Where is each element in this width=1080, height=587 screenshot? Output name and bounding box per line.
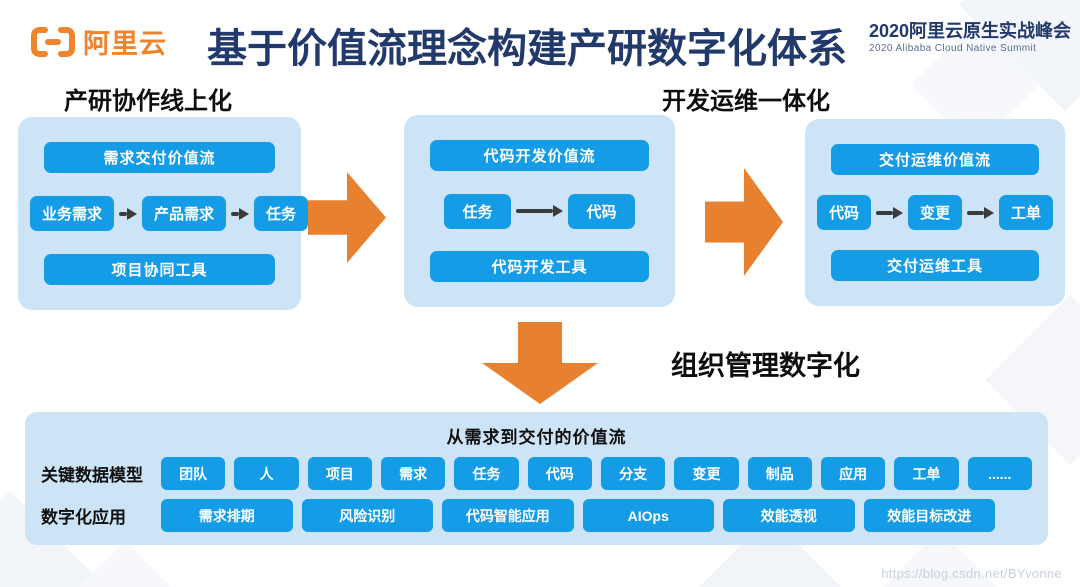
model-chip: 代码 [527, 457, 592, 490]
flow-row: 代码 变更 工单 [817, 195, 1054, 230]
tool-bar: 交付运维工具 [831, 250, 1039, 281]
app-chip-strip: 需求排期 风险识别 代码智能应用 AIOps 效能透视 效能目标改进 [161, 499, 1032, 532]
summit-branding: 2020阿里云原生实战峰会 2020 Alibaba Cloud Native … [869, 21, 1072, 54]
model-chip: 应用 [820, 457, 886, 490]
right-arrow-icon [705, 168, 783, 276]
value-stream-bar: 交付运维价值流 [831, 144, 1039, 175]
panel-requirement-delivery: 需求交付价值流 业务需求 产品需求 任务 项目协同工具 [18, 117, 309, 310]
model-chip: 项目 [307, 457, 372, 490]
flow-node: 变更 [908, 195, 963, 230]
flow-node: 产品需求 [142, 196, 227, 231]
model-chip: ...... [967, 457, 1032, 490]
flow-arrow-icon [516, 205, 563, 217]
flow-node: 业务需求 [30, 196, 115, 231]
section-header-devops: 开发运维一体化 [662, 88, 830, 115]
alibaba-cloud-logo-icon [30, 26, 76, 58]
section-header-organization: 组织管理数字化 [671, 351, 860, 381]
flow-row: 业务需求 产品需求 任务 [30, 196, 309, 231]
alibaba-cloud-logo: 阿里云 [30, 22, 167, 61]
app-chip: 需求排期 [161, 499, 293, 532]
app-chip: 风险识别 [301, 499, 433, 532]
row-label: 关键数据模型 [41, 466, 143, 485]
app-chip: AIOps [582, 499, 714, 532]
app-chip: 代码智能应用 [442, 499, 574, 532]
down-arrow-icon [482, 322, 598, 404]
panel-delivery-ops: 交付运维价值流 代码 变更 工单 交付运维工具 [805, 119, 1065, 306]
model-chip: 需求 [380, 457, 446, 490]
slide-title: 基于价值流理念构建产研数字化体系 [207, 27, 847, 71]
tool-bar: 代码开发工具 [430, 251, 649, 282]
bottom-panel-title: 从需求到交付的价值流 [446, 428, 627, 447]
section-header-collaboration: 产研协作线上化 [64, 88, 232, 115]
model-chip: 任务 [454, 457, 519, 490]
flow-node: 代码 [568, 193, 635, 229]
flow-node: 任务 [444, 193, 511, 229]
flow-arrow-icon [231, 208, 249, 220]
app-chip: 效能透视 [723, 499, 855, 532]
value-stream-bar: 代码开发价值流 [430, 140, 649, 171]
row-label: 数字化应用 [41, 508, 126, 527]
app-chip: 效能目标改进 [863, 499, 995, 532]
application-row: 数字化应用 需求排期 风险识别 代码智能应用 AIOps 效能透视 效能目标改进 [41, 499, 1032, 532]
flow-node: 任务 [254, 196, 309, 231]
logo-text: 阿里云 [83, 29, 167, 59]
flow-arrow-icon [119, 208, 137, 220]
watermark-url: https://blog.csdn.net/BYvonne [881, 566, 1062, 581]
data-model-row: 关键数据模型 团队 人 项目 需求 任务 代码 分支 变更 制品 应用 工单 .… [41, 457, 1032, 490]
panel-code-development: 代码开发价值流 任务 代码 代码开发工具 [404, 115, 675, 307]
value-stream-bar: 需求交付价值流 [44, 142, 275, 173]
summit-title-cn: 2020阿里云原生实战峰会 [869, 21, 1072, 41]
flow-node: 代码 [817, 195, 872, 230]
flow-arrow-icon [876, 207, 903, 219]
summit-title-en: 2020 Alibaba Cloud Native Summit [869, 42, 1037, 54]
right-arrow-icon [308, 172, 386, 263]
model-chip: 团队 [161, 457, 226, 490]
model-chip: 变更 [674, 457, 739, 490]
model-chip: 制品 [747, 457, 812, 490]
model-chip: 工单 [894, 457, 959, 490]
model-chip: 分支 [600, 457, 666, 490]
tool-bar: 项目协同工具 [44, 254, 275, 285]
panel-value-stream-overview: 从需求到交付的价值流 关键数据模型 团队 人 项目 需求 任务 代码 分支 变更… [25, 412, 1048, 545]
flow-row: 任务 代码 [444, 193, 635, 229]
model-chip-strip: 团队 人 项目 需求 任务 代码 分支 变更 制品 应用 工单 ...... [161, 457, 1032, 490]
flow-arrow-icon [967, 207, 994, 219]
model-chip: 人 [234, 457, 299, 490]
flow-node: 工单 [999, 195, 1054, 230]
